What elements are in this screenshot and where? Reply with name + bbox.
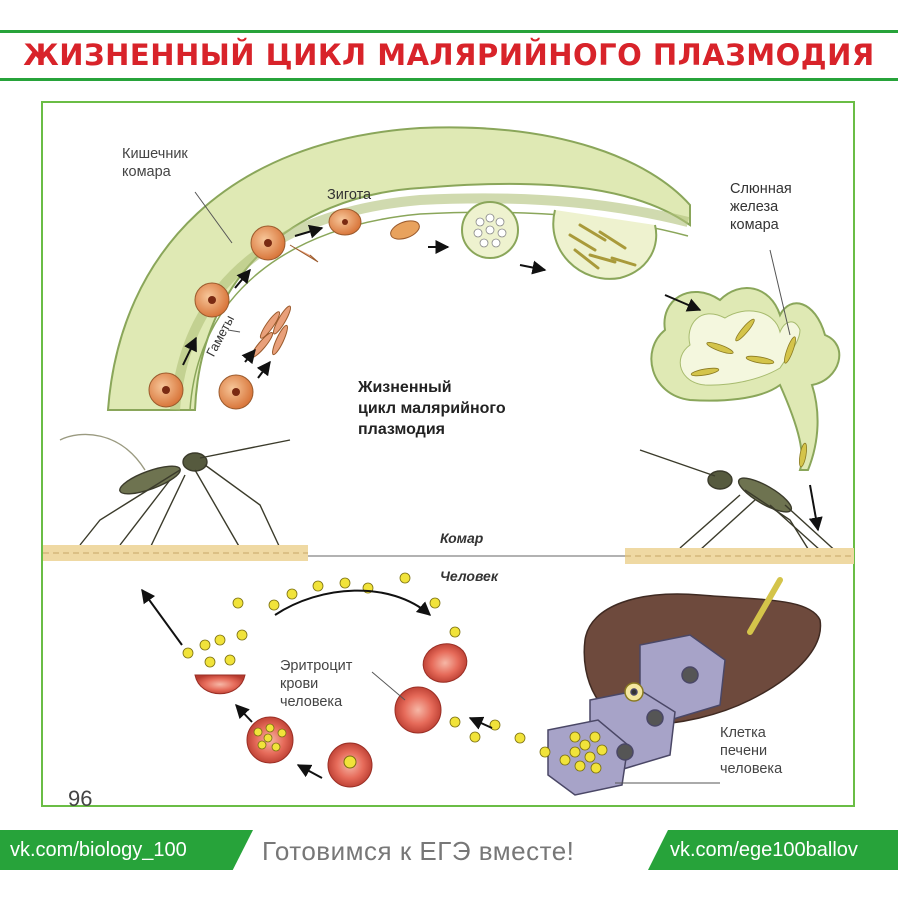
- footer-slogan: Готовимся к ЕГЭ вместе!: [262, 836, 575, 866]
- mosquito-gut-label: Кишечник комара: [122, 145, 188, 181]
- erythrocyte-label-line1: Эритроцит: [280, 658, 353, 674]
- footer-link-left[interactable]: vk.com/biology_100: [0, 830, 253, 870]
- liver-label-line2: печени: [720, 743, 768, 760]
- salivary-label-line3: комара: [730, 217, 779, 234]
- zygote-label: Зигота: [327, 187, 372, 203]
- center-title-line1: Жизненный: [358, 379, 452, 396]
- liver-label-line1: Клетка: [720, 725, 766, 741]
- gametocytes: [148, 208, 362, 410]
- page-number: 96: [68, 786, 93, 811]
- salivary-gland: [650, 287, 841, 471]
- label-leader-lines: [194, 191, 791, 784]
- oocyst: [461, 201, 519, 259]
- salivary-label-line2: железа: [730, 199, 779, 216]
- mosquito-gut-label-line1: Кишечник: [122, 146, 188, 162]
- skin-boundary: [43, 545, 854, 564]
- center-title-line2: цикл малярийного: [358, 399, 506, 417]
- center-title: Жизненный цикл малярийного плазмодия: [358, 378, 506, 440]
- erythrocyte-label: Эритроцит крови человека: [280, 657, 352, 711]
- mosquito-left-illustration: [59, 433, 291, 549]
- mosquito-stage-arrows: [182, 224, 823, 532]
- title-bottom-line: [0, 78, 898, 81]
- liver-cell-label: Клетка печени человека: [720, 724, 782, 778]
- erythrocyte-label-line2: крови: [280, 676, 319, 693]
- diagram-frame: [41, 101, 855, 807]
- footer-link-right[interactable]: vk.com/ege100ballov: [648, 830, 898, 870]
- blood-merozoites: [182, 572, 461, 752]
- mosquito-gut-label-line2: комара: [122, 164, 171, 181]
- blood-stage-arrows: [141, 588, 493, 779]
- page-title: ЖИЗНЕННЫЙ ЦИКЛ МАЛЯРИЙНОГО ПЛАЗМОДИЯ: [23, 38, 875, 72]
- mosquito-right-illustration: [639, 449, 841, 556]
- liver-label-line3: человека: [720, 761, 783, 778]
- erythrocyte-label-line3: человека: [280, 694, 343, 711]
- salivary-gland-label: Слюнная железа комара: [730, 180, 792, 234]
- salivary-label-line1: Слюнная: [730, 181, 792, 197]
- ruptured-oocyst: [552, 209, 658, 280]
- center-title-line3: плазмодия: [358, 420, 445, 438]
- mosquito-zone-label: Комар: [440, 530, 484, 546]
- human-zone-label: Человек: [440, 568, 498, 584]
- liver-merozoites: [449, 716, 608, 774]
- ookinete-in-wall: [390, 220, 420, 240]
- title-top-line: [0, 30, 898, 33]
